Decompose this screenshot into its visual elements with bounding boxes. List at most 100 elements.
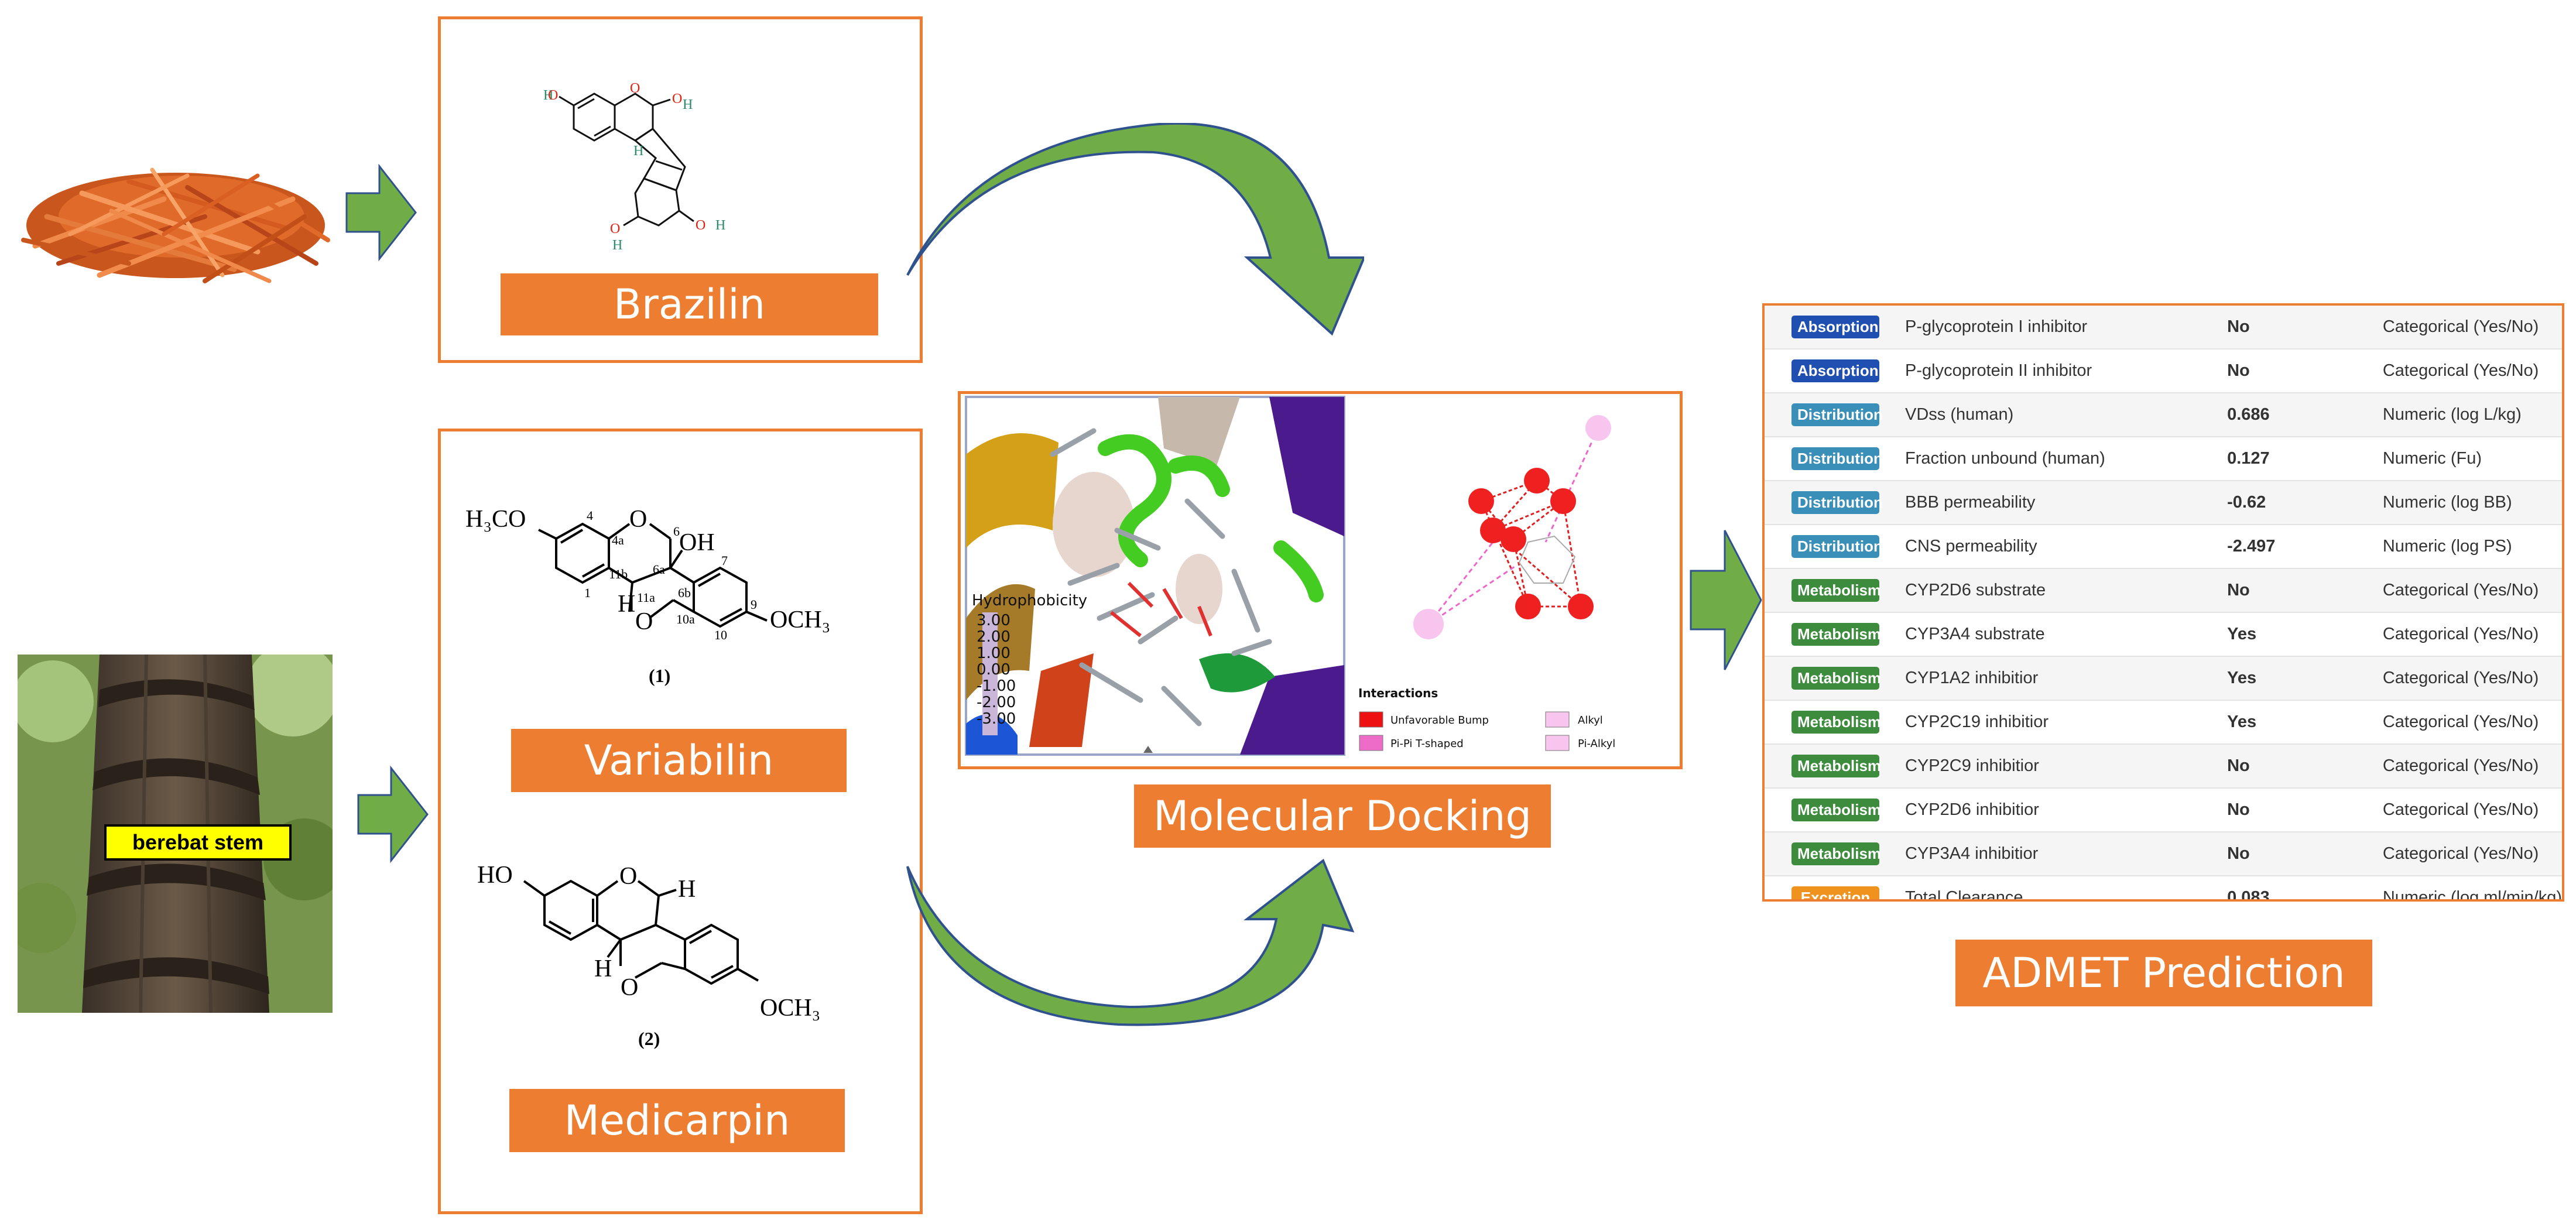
property-unit: Categorical (Yes/No) [2356, 744, 2562, 789]
variabilin-n4a: 4a [612, 533, 624, 547]
curved-arrow-top [906, 123, 1364, 336]
property-unit: Numeric (Fu) [2356, 437, 2562, 481]
property-value: No [2201, 568, 2357, 613]
wood-chips-image [21, 167, 330, 283]
variabilin-n6a: 6a [653, 562, 665, 577]
medicarpin-o-bottom: O [621, 974, 638, 1001]
medicarpin-och3: OCH₃ [760, 995, 820, 1022]
property-unit: Categorical (Yes/No) [2356, 832, 2562, 876]
property-unit: Categorical (Yes/No) [2356, 700, 2562, 745]
medicarpin-h-right: H [678, 876, 696, 903]
property-name: CYP3A4 substrate [1879, 612, 2202, 657]
property-name: P-glycoprotein II inhibitor [1879, 349, 2202, 393]
brazilin-label: Brazilin [501, 273, 878, 335]
property-value: Yes [2201, 700, 2357, 745]
variabilin-oh: OH [679, 529, 715, 556]
property-value: 0.083 [2201, 876, 2357, 899]
property-unit: Numeric (log PS) [2356, 525, 2562, 569]
property-value: -2.497 [2201, 525, 2357, 569]
brazilin-h3: H [633, 143, 643, 159]
property-value: No [2201, 306, 2357, 350]
stem-label: berebat stem [104, 824, 292, 861]
property-name: CYP3A4 inhibitior [1879, 832, 2202, 876]
berebat-stem-photo: berebat stem [18, 655, 333, 1013]
variabilin-n7: 7 [721, 553, 728, 568]
property-unit: Categorical (Yes/No) [2356, 612, 2562, 657]
variabilin-h: H [618, 591, 635, 618]
category-badge: Metabolism [1791, 711, 1881, 734]
property-name: CYP2D6 inhibitior [1879, 788, 2202, 832]
docking-3d-view: Hydrophobicity 3.00 2.00 1.00 0.00 -1.00… [965, 396, 1345, 756]
scale-tick-6: -2.00 [977, 694, 1016, 711]
variabilin-o-top: O [629, 506, 647, 533]
medicarpin-label: Medicarpin [509, 1089, 845, 1152]
brazilin-oh3: O [696, 218, 705, 233]
brazilin-h4: H [612, 238, 622, 253]
variabilin-structure: H₃CO O OH H O OCH₃ 4 4a 6 6a 7 11b 11a 6… [465, 506, 830, 686]
property-unit: Numeric (log L/kg) [2356, 393, 2562, 437]
interactions-title: Interactions [1358, 686, 1438, 700]
property-name: BBB permeability [1879, 481, 2202, 525]
category-badge: Metabolism [1791, 799, 1881, 821]
variabilin-o-bottom: O [635, 608, 653, 635]
property-name: CYP2C19 inhibitior [1879, 700, 2202, 745]
variabilin-h3co: H₃CO [465, 506, 526, 533]
medicarpin-o-top: O [619, 863, 637, 890]
medicarpin-h-left: H [594, 955, 612, 982]
brazilin-h5: H [715, 218, 725, 233]
property-value: No [2201, 832, 2357, 876]
property-name: Fraction unbound (human) [1879, 437, 2202, 481]
property-name: CYP2D6 substrate [1879, 568, 2202, 613]
brazilin-h2: H [683, 97, 693, 112]
scale-tick-7: -3.00 [977, 710, 1016, 728]
property-value: Yes [2201, 612, 2357, 657]
variabilin-n6b: 6b [678, 585, 691, 600]
property-name: VDss (human) [1879, 393, 2202, 437]
variabilin-n1: 1 [584, 585, 591, 600]
legend-swatch-unfavorable-bump [1359, 711, 1383, 728]
hydrophobicity-label: Hydrophobicity [972, 592, 1087, 609]
brazilin-oh2: O [610, 221, 620, 237]
variabilin-och3: OCH₃ [770, 607, 830, 633]
variabilin-n11b: 11b [609, 567, 628, 581]
variabilin-n9: 9 [751, 597, 757, 612]
category-badge: Distribution [1791, 447, 1883, 470]
property-value: 0.127 [2201, 437, 2357, 481]
property-value: Yes [2201, 656, 2357, 701]
scale-tick-1: 3.00 [977, 612, 1010, 629]
compounds-panel [438, 429, 923, 1214]
scale-tick-3: 1.00 [977, 645, 1010, 662]
legend-swatch-pi-pi [1359, 735, 1383, 751]
category-badge: Metabolism [1791, 579, 1881, 602]
category-badge: Excretion [1791, 886, 1879, 899]
property-unit: Categorical (Yes/No) [2356, 349, 2562, 393]
property-unit: Numeric (log BB) [2356, 481, 2562, 525]
medicarpin-number: (2) [638, 1028, 660, 1049]
property-unit: Categorical (Yes/No) [2356, 788, 2562, 832]
category-badge: Metabolism [1791, 667, 1881, 690]
variabilin-n4: 4 [587, 508, 593, 523]
scale-tick-4: 0.00 [977, 661, 1010, 679]
docking-2d-interaction-map: Interactions Unfavorable Bump Alkyl Pi-P… [1358, 415, 1615, 751]
brazilin-o1: O [548, 88, 558, 103]
category-badge: Absorption [1791, 359, 1879, 382]
property-value: No [2201, 744, 2357, 789]
legend-swatch-pi-alkyl [1545, 735, 1570, 751]
scale-tick-2: 2.00 [977, 628, 1010, 646]
legend-label-alkyl: Alkyl [1578, 714, 1603, 727]
property-name: CNS permeability [1879, 525, 2202, 569]
variabilin-n11a: 11a [637, 590, 655, 605]
arrow-stem-to-compounds [357, 765, 429, 864]
